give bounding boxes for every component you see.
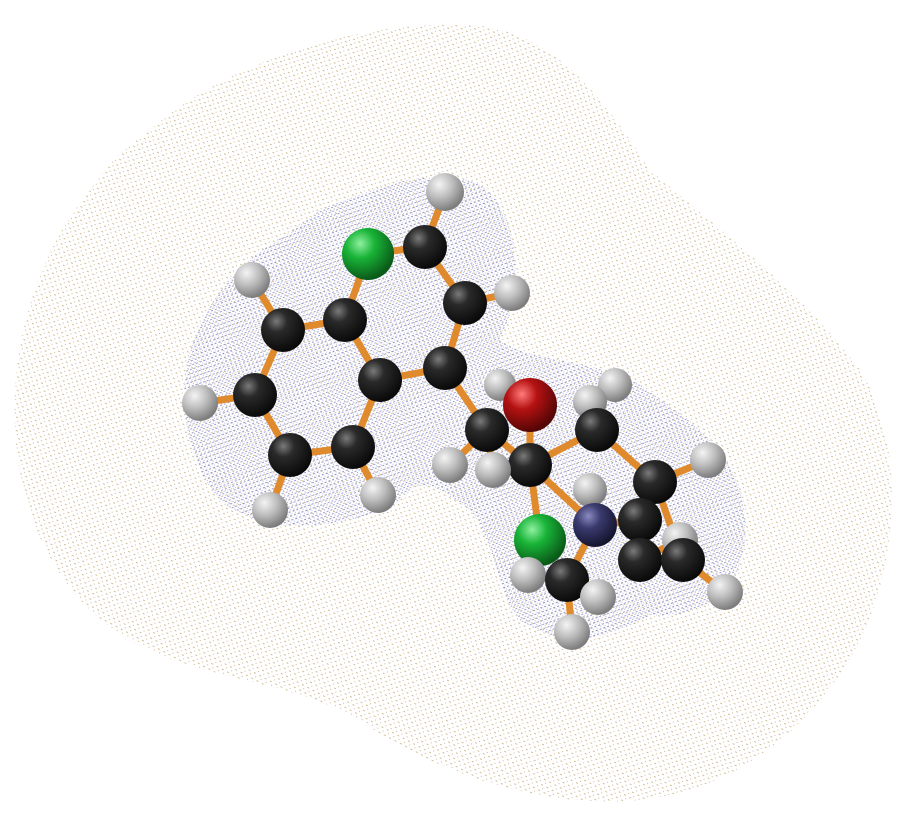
nitrogen-atom — [573, 503, 617, 547]
hydrogen-atom — [360, 477, 396, 513]
hydrogen-atom — [573, 473, 607, 507]
hydrogen-atom — [475, 452, 511, 488]
carbon-atom — [545, 558, 589, 602]
hydrogen-atom — [494, 275, 530, 311]
oxygen-atom — [503, 378, 557, 432]
hydrogen-atom — [252, 492, 288, 528]
carbon-atom — [423, 346, 467, 390]
carbon-atom — [261, 308, 305, 352]
hydrogen-atom — [580, 579, 616, 615]
chlorine-atom — [514, 514, 566, 566]
carbon-atom — [661, 538, 705, 582]
hydrogen-atom — [598, 368, 632, 402]
hydrogen-atom — [707, 574, 743, 610]
carbon-atom — [358, 358, 402, 402]
carbon-atom — [618, 538, 662, 582]
atoms — [182, 173, 743, 650]
carbon-atom — [268, 433, 312, 477]
carbon-atom — [323, 298, 367, 342]
carbon-atom — [618, 498, 662, 542]
hydrogen-atom — [182, 385, 218, 421]
carbon-atom — [331, 425, 375, 469]
carbon-atom — [233, 373, 277, 417]
carbon-atom — [633, 460, 677, 504]
hydrogen-atom — [690, 442, 726, 478]
chlorine-atom — [342, 228, 394, 280]
carbon-atom — [443, 281, 487, 325]
hydrogen-atom — [426, 173, 464, 211]
carbon-atom — [508, 443, 552, 487]
carbon-atom — [575, 408, 619, 452]
hydrogen-atom — [432, 447, 468, 483]
hydrogen-atom — [510, 557, 546, 593]
carbon-atom — [465, 408, 509, 452]
hydrogen-atom — [554, 614, 590, 650]
hydrogen-atom — [234, 262, 270, 298]
carbon-atom — [403, 225, 447, 269]
